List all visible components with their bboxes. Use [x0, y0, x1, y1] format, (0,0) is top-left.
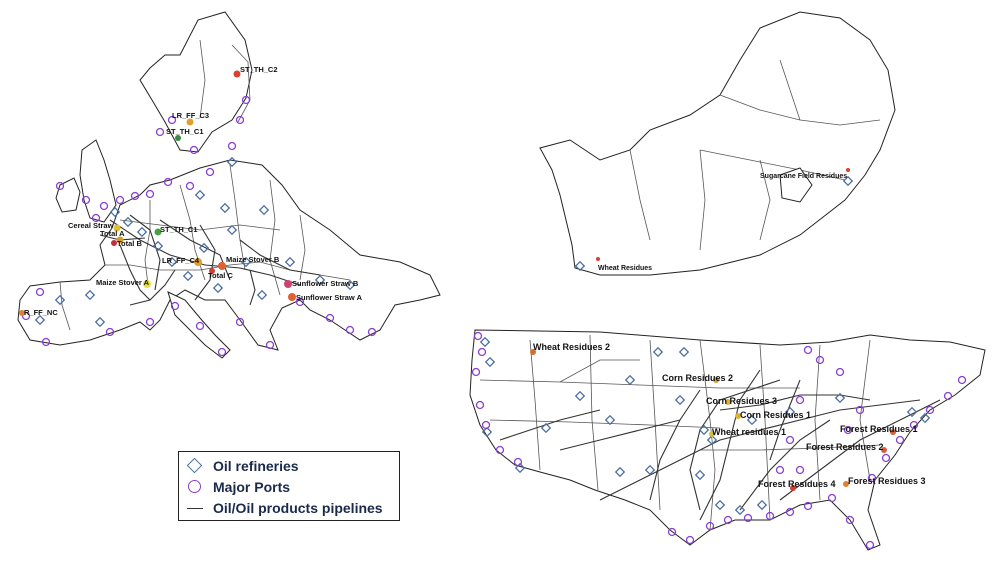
label-r-ff-nc: R_FF_NC: [24, 308, 58, 317]
label-forest-residues-2: Forest Residues 2: [806, 442, 884, 452]
label-lr-ff-c4: LR_FF_C4: [162, 256, 200, 265]
label-wheat-residues-sa: Wheat Residues: [598, 265, 652, 272]
usa-refineries: [479, 336, 931, 516]
south-africa-outline: [539, 11, 896, 276]
label-corn-residues-3: Corn Residues 3: [706, 396, 777, 406]
legend-item-refineries: Oil refineries: [186, 456, 299, 476]
label-sugarcane-field-residues: Sugarcane Field Residues: [760, 173, 847, 180]
legend-label-refineries: Oil refineries: [213, 458, 299, 474]
south-africa-map: Sugarcane Field Residues Wheat Residues: [539, 11, 896, 276]
legend-label-pipelines: Oil/Oil products pipelines: [213, 500, 383, 516]
line-icon: [187, 500, 203, 516]
label-corn-residues-2: Corn Residues 2: [662, 373, 733, 383]
europe-labels: ST_TH_C2 LR_FF_C3 ST_TH_C1 Cereal Straw …: [24, 65, 363, 317]
europe-refineries: [34, 156, 356, 328]
usa-ports: [471, 331, 967, 550]
legend-label-ports: Major Ports: [213, 479, 291, 495]
usa-biomass-points: [530, 349, 896, 491]
usa-labels: Wheat Residues 2 Corn Residues 2 Corn Re…: [533, 342, 926, 489]
europe-ports: [21, 95, 377, 357]
legend-item-ports: Major Ports: [187, 477, 290, 497]
label-cereal-straw: Cereal Straw: [68, 221, 114, 230]
label-sunflower-straw-a: Sunflower Straw A: [296, 293, 363, 302]
label-total-a: Total A: [100, 229, 125, 238]
label-total-c: Total C: [208, 271, 233, 280]
circle-icon: [187, 479, 203, 495]
label-maize-stover-b: Maize Stover B: [226, 255, 280, 264]
label-sunflower-straw-b: Sunflower Straw B: [292, 279, 359, 288]
scandinavia-outline: [139, 11, 253, 153]
label-st-th-c1-north: ST_TH_C1: [166, 127, 204, 136]
label-wheat-residues-1: Wheat residues 1: [712, 427, 786, 437]
label-forest-residues-4: Forest Residues 4: [758, 479, 836, 489]
usa-map: Wheat Residues 2 Corn Residues 2 Corn Re…: [469, 329, 986, 551]
italy-outline: [167, 291, 231, 359]
label-lr-ff-c3: LR_FF_C3: [172, 111, 209, 120]
label-total-b: Total B: [117, 239, 142, 248]
lesotho-outline: [779, 167, 813, 203]
legend-item-pipelines: Oil/Oil products pipelines: [187, 498, 383, 518]
diamond-icon: [186, 457, 203, 474]
europe-map: ST_TH_C2 LR_FF_C3 ST_TH_C1 Cereal Straw …: [17, 11, 441, 359]
label-maize-stover-a: Maize Stover A: [96, 278, 150, 287]
label-corn-residues-1: Corn Residues 1: [740, 410, 811, 420]
map-legend: Oil refineries Major Ports Oil/Oil produ…: [178, 451, 400, 521]
label-st-th-c2: ST_TH_C2: [240, 65, 278, 74]
mainland-europe-outline: [17, 159, 441, 351]
label-forest-residues-1: Forest Residues 1: [840, 424, 918, 434]
label-forest-residues-3: Forest Residues 3: [848, 476, 926, 486]
uk-outline: [79, 139, 117, 223]
label-st-th-c1-central: ST_TH_C1: [160, 225, 198, 234]
ireland-outline: [55, 177, 81, 213]
usa-outline: [469, 329, 986, 551]
europe-biomass-points: [19, 70, 296, 316]
label-wheat-residues-2: Wheat Residues 2: [533, 342, 610, 352]
